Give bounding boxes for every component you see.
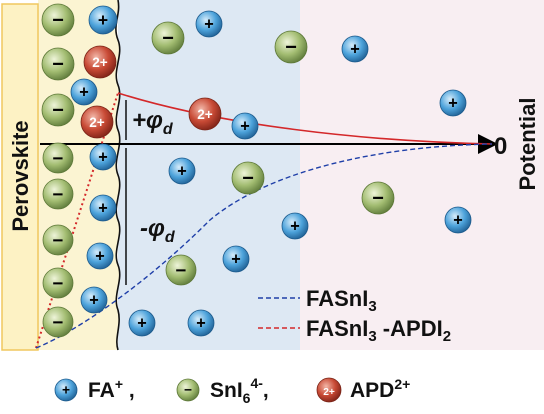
sni-ion: −: [42, 142, 74, 174]
legend-apd-ion: 2+: [316, 377, 342, 403]
apd-ion: 2+: [80, 105, 114, 139]
ion-legend: + FA+ , − SnI64-, 2+ APD2+: [54, 375, 410, 406]
svg-text:−: −: [53, 147, 64, 168]
fa-ion: +: [88, 5, 118, 35]
svg-text:+: +: [98, 148, 108, 166]
red-potential-curve: [117, 92, 493, 145]
fa-ion: +: [222, 245, 250, 273]
far-region: [300, 0, 544, 350]
svg-text:+: +: [204, 15, 214, 33]
fa-ion: +: [89, 143, 117, 171]
fa-ion: +: [439, 89, 467, 117]
sni-ion: −: [42, 224, 74, 256]
fa-ion: +: [341, 35, 369, 63]
svg-text:+: +: [62, 383, 70, 398]
fa-ion: +: [80, 286, 108, 314]
svg-text:+: +: [240, 117, 250, 135]
svg-text:+: +: [177, 162, 187, 180]
fa-ion: +: [444, 206, 472, 234]
svg-text:−: −: [53, 229, 64, 250]
perovskite-label: Perovskite: [8, 120, 33, 231]
sni-ion: −: [42, 178, 74, 210]
legend-sni-icon: −: [176, 378, 200, 402]
zero-label: 0: [494, 133, 507, 160]
legend-fa-icon: +: [54, 378, 78, 402]
svg-text:+: +: [89, 291, 99, 309]
phi-negative-label: -φd: [140, 215, 176, 246]
sni-ion: −: [151, 21, 185, 55]
svg-text:−: −: [285, 37, 297, 59]
fa-ion: +: [89, 194, 117, 222]
apd-ion: 2+: [83, 45, 117, 79]
svg-text:−: −: [372, 188, 384, 210]
legend-fa-label: FA+ ,: [88, 376, 135, 402]
svg-text:−: −: [53, 272, 64, 293]
svg-text:−: −: [184, 383, 192, 398]
svg-text:−: −: [53, 311, 64, 332]
svg-text:−: −: [52, 100, 64, 122]
legend-apd-label: APD2+: [350, 376, 410, 402]
curve-legend: FASnI3 FASnI3 -APDI2: [258, 286, 451, 345]
svg-text:+: +: [350, 40, 360, 58]
interface-line: [115, 0, 121, 351]
svg-text:+: +: [98, 10, 108, 30]
fa-ion: +: [86, 242, 114, 270]
svg-text:−: −: [176, 259, 187, 280]
ions-layer: −−−−−−−−++++++2+2+2+−+−++++−−+++−++: [41, 3, 472, 338]
svg-text:−: −: [162, 28, 174, 50]
svg-text:2+: 2+: [323, 387, 335, 398]
svg-text:−: −: [52, 54, 64, 76]
svg-text:+: +: [231, 250, 241, 268]
svg-text:+: +: [79, 83, 89, 101]
fa-ion: +: [281, 212, 309, 240]
sni-ion: −: [231, 161, 265, 195]
fa-ion: +: [187, 309, 215, 337]
legend-red-label: FASnI3 -APDI2: [306, 316, 451, 345]
svg-text:−: −: [53, 183, 64, 204]
fa-ion: +: [70, 78, 98, 106]
legend-blue-label: FASnI3: [306, 286, 377, 315]
svg-text:−: −: [52, 10, 64, 32]
svg-text:+: +: [137, 314, 147, 332]
svg-text:2+: 2+: [89, 115, 105, 130]
legend-apd-icon: 2+: [316, 377, 342, 403]
sni-ion: −: [165, 254, 197, 286]
svg-text:+: +: [95, 247, 105, 265]
fa-ion: +: [128, 309, 156, 337]
phi-positive-label: +φd: [132, 107, 174, 138]
perovskite-layer: [1, 3, 39, 351]
sni-ion: −: [41, 3, 75, 37]
svg-text:+: +: [98, 199, 108, 217]
svg-text:+: +: [290, 217, 300, 235]
blue-potential-curve: [35, 143, 493, 349]
svg-text:+: +: [196, 314, 206, 332]
legend-fa-ion: +: [54, 378, 78, 402]
fa-ion: +: [231, 112, 259, 140]
svg-text:2+: 2+: [197, 107, 213, 122]
sni-ion: −: [41, 93, 75, 127]
sni-ion: −: [42, 267, 74, 299]
svg-text:+: +: [453, 211, 463, 229]
sni-ion: −: [42, 306, 74, 338]
svg-text:−: −: [242, 168, 254, 190]
apd-ion: 2+: [188, 97, 222, 131]
potential-label: Potential: [515, 98, 540, 191]
sni-ion: −: [41, 47, 75, 81]
fa-ion: +: [168, 157, 196, 185]
sni-ion: −: [274, 30, 308, 64]
legend-sni-label: SnI64-,: [210, 375, 269, 406]
svg-text:+: +: [448, 94, 458, 112]
fa-ion: +: [195, 10, 223, 38]
bulk-region: [118, 0, 300, 350]
sni-ion: −: [361, 181, 395, 215]
legend-sni-ion: −: [176, 378, 200, 402]
svg-text:2+: 2+: [92, 55, 108, 70]
